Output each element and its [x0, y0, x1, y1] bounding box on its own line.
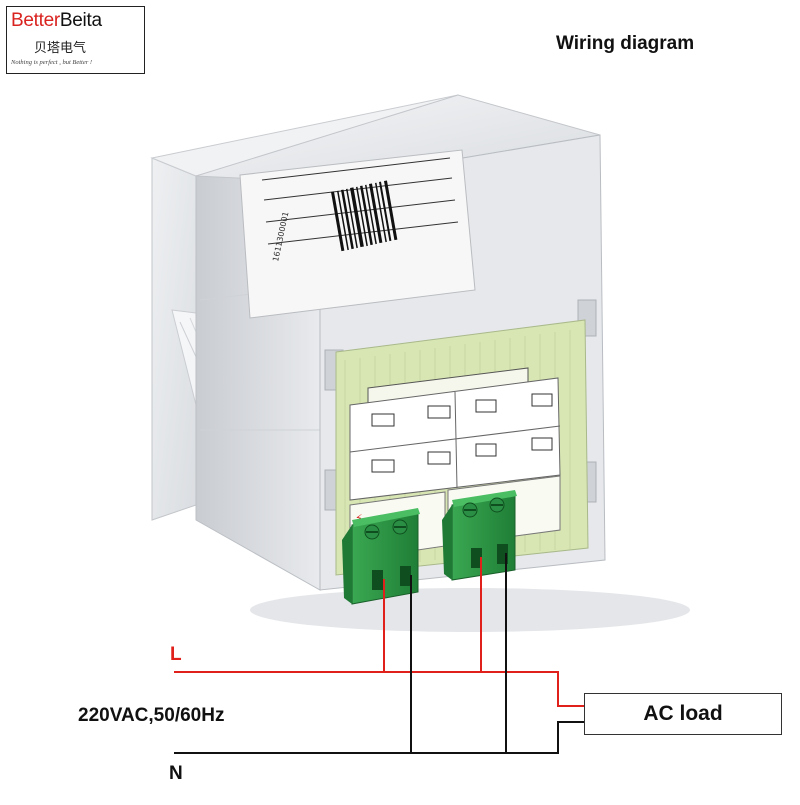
barcode	[331, 180, 398, 252]
logo-wordmark: BetterBeita	[11, 10, 102, 31]
logo-chinese-name: 贝塔电气	[34, 41, 87, 56]
ac-load-box: AC load	[584, 693, 782, 735]
svg-text:⚡: ⚡	[355, 512, 363, 525]
line-wire-bus	[174, 671, 585, 707]
terminal-block-load	[442, 490, 517, 581]
ac-load-label: AC load	[643, 702, 723, 725]
neutral-label: N	[169, 763, 183, 784]
logo-slogan: Nothing is perfect , but Better !	[11, 59, 93, 66]
diagram-title: Wiring diagram	[556, 33, 695, 54]
supply-voltage-label: 220VAC,50/60Hz	[78, 705, 225, 726]
neutral-wire-bus	[174, 721, 585, 754]
device-shadow	[250, 588, 690, 632]
nameplate-label: 1611300001	[239, 149, 476, 319]
line-label: L	[170, 644, 182, 665]
terminal-block-power	[342, 508, 420, 605]
brand-logo: BetterBeita 贝塔电气 Nothing is perfect , bu…	[6, 6, 145, 74]
